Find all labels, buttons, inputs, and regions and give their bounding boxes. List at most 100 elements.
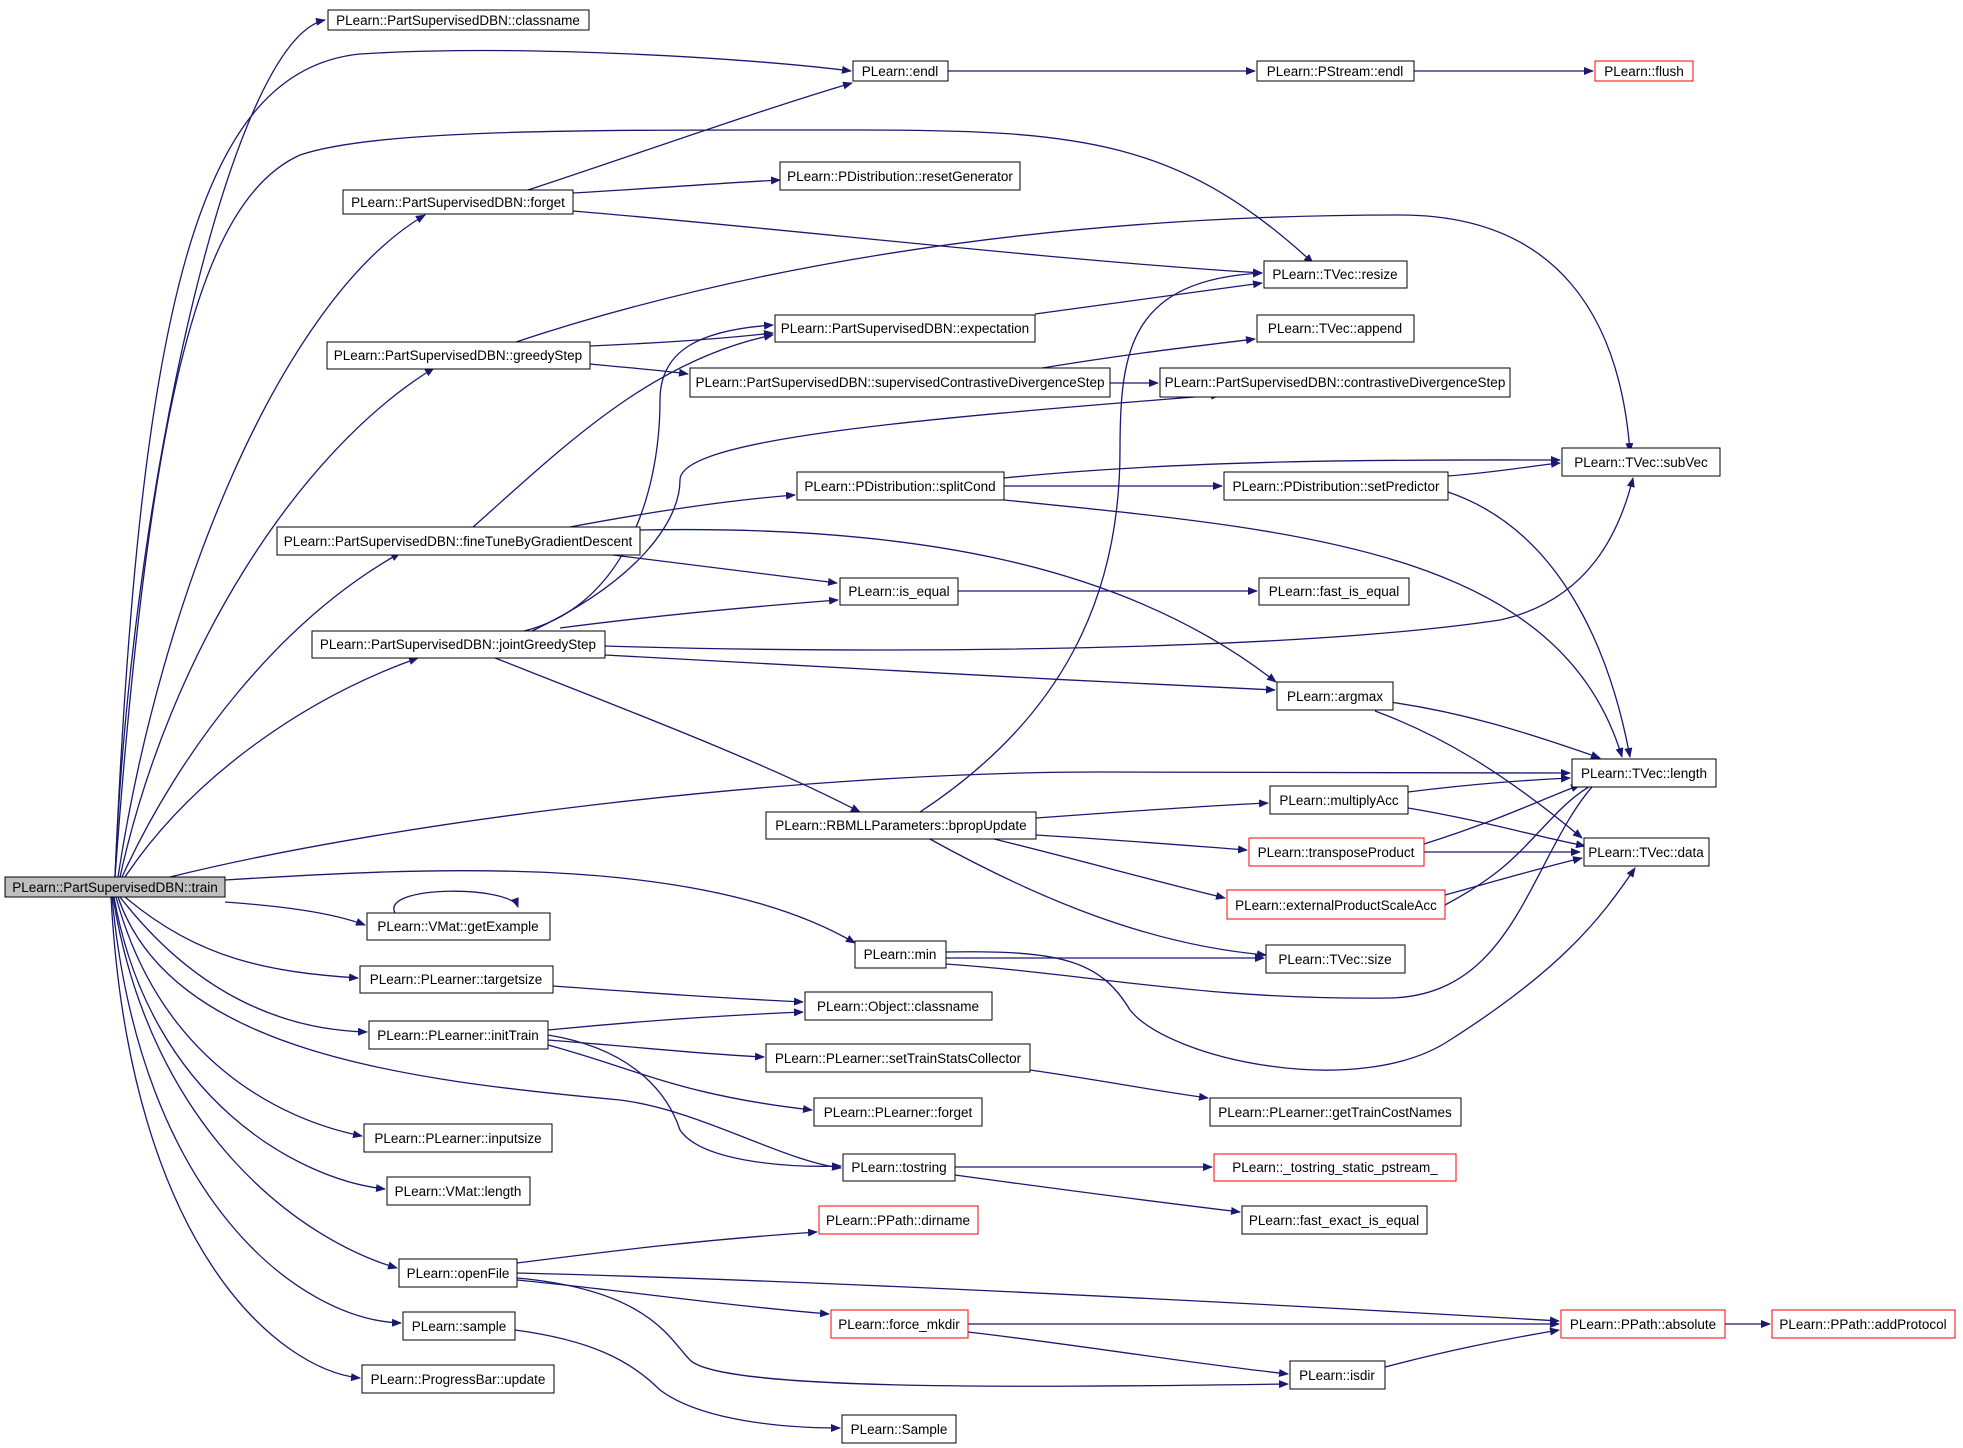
node-tvec-size[interactable]: PLearn::TVec::size bbox=[1265, 944, 1406, 974]
node-label: PLearn::Object::classname bbox=[817, 999, 979, 1014]
node-multiplyAcc[interactable]: PLearn::multiplyAcc bbox=[1269, 785, 1409, 815]
node-Sample[interactable]: PLearn::Sample bbox=[841, 1414, 957, 1444]
edge-bpropUpdate-extProdScaleAcc bbox=[989, 837, 1226, 900]
edge-train-sample bbox=[111, 896, 402, 1327]
node-label: PLearn::_tostring_static_pstream_ bbox=[1232, 1160, 1438, 1175]
node-fast-exact[interactable]: PLearn::fast_exact_is_equal bbox=[1241, 1205, 1428, 1235]
node-extProdScaleAcc[interactable]: PLearn::externalProductScaleAcc bbox=[1226, 889, 1446, 920]
node-label: PLearn::openFile bbox=[407, 1266, 510, 1281]
node-openFile[interactable]: PLearn::openFile bbox=[398, 1258, 518, 1288]
node-setPredictor[interactable]: PLearn::PDistribution::setPredictor bbox=[1223, 471, 1449, 501]
edge-extProdScaleAcc-tvec-data bbox=[1444, 856, 1583, 896]
node-label: PLearn::PLearner::setTrainStatsCollector bbox=[775, 1051, 1022, 1066]
node-transposeProduct[interactable]: PLearn::transposeProduct bbox=[1248, 837, 1425, 867]
node-expectation[interactable]: PLearn::PartSupervisedDBN::expectation bbox=[774, 314, 1036, 343]
node-sample[interactable]: PLearn::sample bbox=[402, 1311, 516, 1341]
edge-expectation-tvec-resize bbox=[1034, 280, 1263, 315]
node-label: PLearn::PPath::addProtocol bbox=[1779, 1317, 1946, 1332]
node-label: PLearn::PDistribution::setPredictor bbox=[1232, 479, 1440, 494]
edge-initTrain-plearner-forget bbox=[547, 1044, 813, 1113]
node-targetsize[interactable]: PLearn::PLearner::targetsize bbox=[359, 965, 554, 994]
node-initTrain[interactable]: PLearn::PLearner::initTrain bbox=[368, 1020, 549, 1050]
edge-bpropUpdate-tvec-size bbox=[927, 837, 1267, 959]
edge-getExample-self bbox=[393, 890, 519, 914]
edge-forget-tvec-resize bbox=[572, 210, 1263, 277]
node-progress-update[interactable]: PLearn::ProgressBar::update bbox=[361, 1364, 555, 1394]
node-resetGenerator[interactable]: PLearn::PDistribution::resetGenerator bbox=[779, 161, 1021, 191]
node-fast-is-equal[interactable]: PLearn::fast_is_equal bbox=[1258, 577, 1410, 606]
node-label: PLearn::PStream::endl bbox=[1267, 64, 1404, 79]
node-classname[interactable]: PLearn::PartSupervisedDBN::classname bbox=[327, 9, 590, 31]
edge-min-tvec-length bbox=[945, 777, 1601, 999]
edge-argmax-tvec-length bbox=[1389, 701, 1601, 759]
node-tvec-data[interactable]: PLearn::TVec::data bbox=[1583, 837, 1710, 867]
edge-setTrainStats-getTrainCostNames bbox=[1029, 1069, 1209, 1101]
node-min[interactable]: PLearn::min bbox=[854, 940, 947, 969]
node-label: PLearn::PLearner::targetsize bbox=[370, 972, 543, 987]
edge-initTrain-tostring bbox=[547, 1034, 842, 1171]
node-jointGreedy[interactable]: PLearn::PartSupervisedDBN::jointGreedySt… bbox=[311, 630, 606, 659]
edge-jointGreedy-cdStep bbox=[529, 391, 1221, 633]
node-splitCond[interactable]: PLearn::PDistribution::splitCond bbox=[796, 471, 1005, 501]
node-label: PLearn::PPath::absolute bbox=[1570, 1317, 1716, 1332]
edge-train-tvec-resize bbox=[114, 129, 1314, 878]
node-label: PLearn::TVec::size bbox=[1278, 952, 1391, 967]
node-bpropUpdate[interactable]: PLearn::RBMLLParameters::bpropUpdate bbox=[765, 811, 1037, 840]
edge-openFile-force-mkdir bbox=[516, 1279, 830, 1318]
edge-bpropUpdate-multiplyAcc bbox=[1035, 799, 1269, 819]
node-greedyStep[interactable]: PLearn::PartSupervisedDBN::greedyStep bbox=[326, 341, 591, 370]
node-tvec-append[interactable]: PLearn::TVec::append bbox=[1256, 314, 1415, 343]
node-label: PLearn::TVec::subVec bbox=[1574, 455, 1708, 470]
node-forget[interactable]: PLearn::PartSupervisedDBN::forget bbox=[342, 189, 574, 215]
node-supCDStep[interactable]: PLearn::PartSupervisedDBN::supervisedCon… bbox=[689, 367, 1111, 398]
edge-force-mkdir-isdir bbox=[967, 1331, 1289, 1377]
node-setTrainStats[interactable]: PLearn::PLearner::setTrainStatsCollector bbox=[765, 1043, 1031, 1073]
node-label: PLearn::VMat::length bbox=[395, 1184, 522, 1199]
node-is-equal[interactable]: PLearn::is_equal bbox=[839, 577, 959, 606]
edge-train-tvec-length bbox=[169, 768, 1571, 878]
node-label: PLearn::isdir bbox=[1299, 1368, 1375, 1383]
edge-setPredictor-tvec-length bbox=[1447, 491, 1633, 758]
node-addProtocol[interactable]: PLearn::PPath::addProtocol bbox=[1771, 1309, 1956, 1339]
node-tostring-static[interactable]: PLearn::_tostring_static_pstream_ bbox=[1213, 1153, 1457, 1182]
node-absolute[interactable]: PLearn::PPath::absolute bbox=[1560, 1309, 1726, 1339]
node-tvec-subVec[interactable]: PLearn::TVec::subVec bbox=[1561, 447, 1721, 477]
node-label: PLearn::argmax bbox=[1287, 689, 1383, 704]
edge-initTrain-obj-classname bbox=[547, 1008, 804, 1031]
node-train[interactable]: PLearn::PartSupervisedDBN::train bbox=[4, 876, 226, 898]
node-endl[interactable]: PLearn::endl bbox=[852, 60, 949, 82]
node-label: PLearn::PartSupervisedDBN::train bbox=[12, 880, 218, 895]
node-fineTune[interactable]: PLearn::PartSupervisedDBN::fineTuneByGra… bbox=[276, 526, 641, 556]
node-getExample[interactable]: PLearn::VMat::getExample bbox=[366, 912, 551, 941]
node-label: PLearn::PLearner::inputsize bbox=[374, 1131, 541, 1146]
edge-splitCond-tvec-length bbox=[1003, 499, 1624, 758]
edge-isdir-absolute bbox=[1384, 1327, 1560, 1368]
edge-targetsize-obj-classname bbox=[552, 985, 804, 1006]
node-tvec-resize[interactable]: PLearn::TVec::resize bbox=[1263, 260, 1408, 289]
edge-train-inputsize bbox=[115, 896, 363, 1139]
node-inputsize[interactable]: PLearn::PLearner::inputsize bbox=[363, 1123, 553, 1153]
node-tvec-length[interactable]: PLearn::TVec::length bbox=[1571, 758, 1717, 788]
node-flush[interactable]: PLearn::flush bbox=[1594, 60, 1694, 82]
node-force-mkdir[interactable]: PLearn::force_mkdir bbox=[830, 1309, 969, 1339]
node-cdStep[interactable]: PLearn::PartSupervisedDBN::contrastiveDi… bbox=[1159, 367, 1511, 398]
edge-greedyStep-supCDStep bbox=[589, 363, 689, 377]
node-dirname[interactable]: PLearn::PPath::dirname bbox=[818, 1205, 979, 1235]
node-argmax[interactable]: PLearn::argmax bbox=[1276, 681, 1394, 711]
node-isdir[interactable]: PLearn::isdir bbox=[1289, 1360, 1386, 1390]
node-tostring[interactable]: PLearn::tostring bbox=[842, 1153, 956, 1182]
edge-train-endl bbox=[114, 49, 852, 878]
node-plearner-forget[interactable]: PLearn::PLearner::forget bbox=[813, 1097, 983, 1127]
node-label: PLearn::PartSupervisedDBN::jointGreedySt… bbox=[320, 637, 596, 652]
node-label: PLearn::TVec::length bbox=[1581, 766, 1707, 781]
node-pstream-endl[interactable]: PLearn::PStream::endl bbox=[1256, 60, 1415, 82]
edge-train-getExample bbox=[224, 901, 366, 926]
node-label: PLearn::PartSupervisedDBN::contrastiveDi… bbox=[1165, 375, 1506, 390]
node-label: PLearn::PartSupervisedDBN::greedyStep bbox=[334, 348, 582, 363]
node-obj-classname[interactable]: PLearn::Object::classname bbox=[804, 991, 993, 1021]
node-vmat-length[interactable]: PLearn::VMat::length bbox=[386, 1176, 531, 1206]
edge-openFile-dirname bbox=[516, 1228, 818, 1264]
edge-openFile-isdir bbox=[516, 1277, 1289, 1389]
node-getTrainCostNames[interactable]: PLearn::PLearner::getTrainCostNames bbox=[1209, 1097, 1462, 1127]
